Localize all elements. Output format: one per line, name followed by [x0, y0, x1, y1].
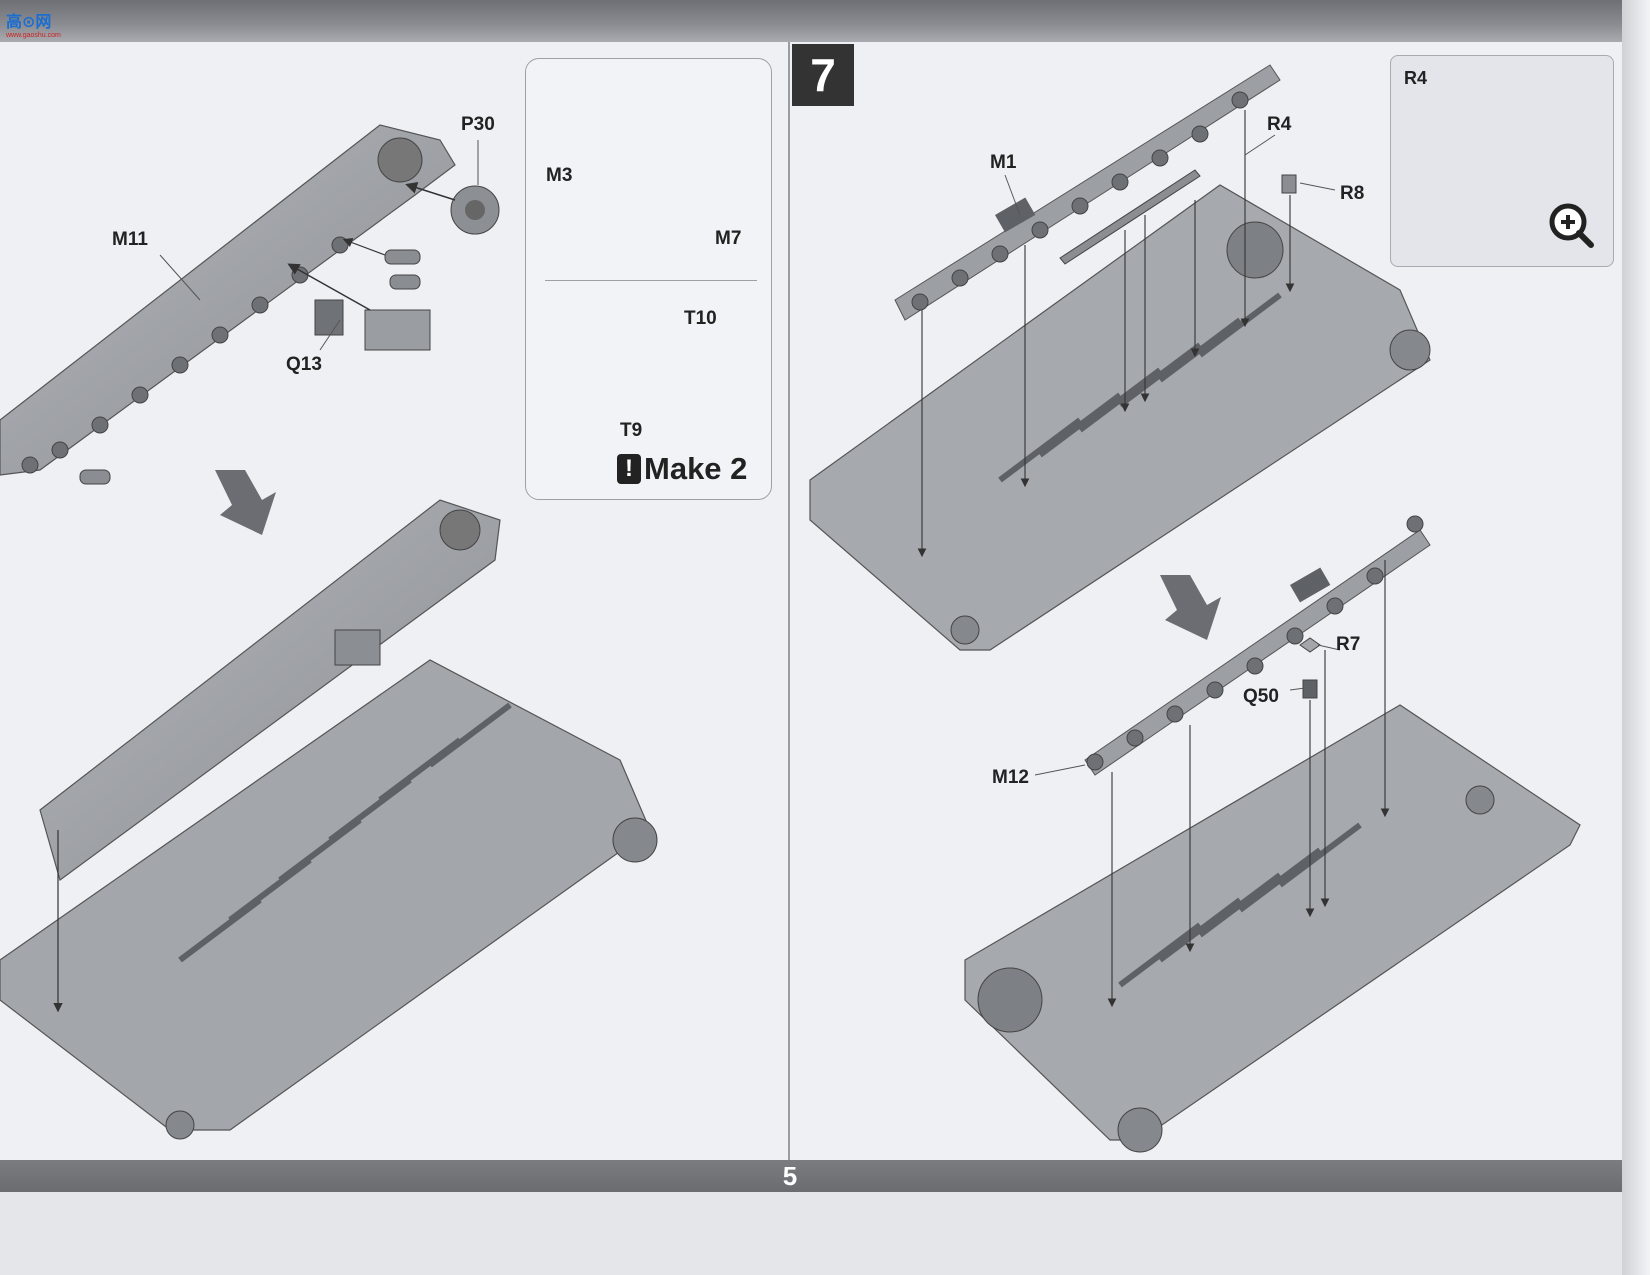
page-number: 5: [782, 1161, 798, 1191]
zoom-label-r4: R4: [1404, 68, 1428, 88]
label-m1: M1: [990, 152, 1017, 173]
hull-right-bottom: [964, 704, 1581, 1153]
zoom-in-icon: [1549, 203, 1594, 248]
arrow-q13: [287, 263, 371, 311]
q13-block: [314, 299, 431, 351]
label-m7: M7: [715, 228, 742, 249]
r7-q50-parts: [1299, 637, 1321, 699]
leader-q50: [1289, 687, 1306, 691]
leader-m11: [159, 254, 201, 301]
suspension-arms: [79, 249, 421, 485]
label-q13: Q13: [286, 354, 322, 375]
hull-left-assembly: [0, 499, 658, 1140]
watermark-logo-sub: www.gaoshu.com: [6, 32, 61, 39]
r4-bar: [1059, 169, 1201, 265]
r8-part: [1281, 174, 1297, 194]
label-r7: R7: [1336, 634, 1361, 655]
label-r8: R8: [1340, 183, 1365, 204]
p30-drive-sprocket: [450, 185, 500, 235]
warning-icon: !: [617, 454, 641, 484]
label-r4: R4: [1267, 114, 1292, 135]
label-t10: T10: [684, 308, 717, 329]
page-spine: [788, 42, 790, 1162]
down-arrow-left: [215, 470, 276, 535]
m11-side-rail: [0, 124, 456, 476]
callout-divider: [545, 280, 757, 281]
subassembly-callout: [525, 58, 772, 500]
m1-suspension-rail: [894, 64, 1281, 321]
label-m3: M3: [546, 165, 573, 186]
label-t9: T9: [620, 420, 643, 441]
down-arrow-right: [1160, 575, 1221, 640]
watermark-logo-text: 高⊙网: [6, 14, 52, 31]
leader-m12: [1034, 764, 1086, 776]
label-m12: M12: [992, 767, 1029, 788]
bottom-bar: [0, 1160, 1622, 1192]
booklet-edge: [1622, 0, 1650, 1275]
leader-r4: [1244, 134, 1276, 156]
label-m11: M11: [112, 229, 148, 250]
arrow-p30: [405, 182, 456, 201]
step-number: 7: [792, 44, 854, 106]
label-p30: P30: [461, 114, 495, 135]
watermark-logo: 高⊙网 www.gaoshu.com: [6, 8, 68, 39]
top-bar: [0, 0, 1650, 42]
make-2-text: Make 2: [644, 451, 748, 486]
hull-right-top: [809, 184, 1431, 651]
m12-suspension-rail: [1084, 515, 1431, 776]
leader-m1: [1004, 174, 1021, 216]
leader-r8: [1299, 182, 1336, 191]
label-q50: Q50: [1243, 686, 1279, 707]
leader-r7: [1317, 644, 1341, 651]
make-2-note: ! Make 2: [617, 451, 748, 486]
leader-q13: [319, 319, 341, 351]
arrow-arm: [342, 238, 386, 256]
